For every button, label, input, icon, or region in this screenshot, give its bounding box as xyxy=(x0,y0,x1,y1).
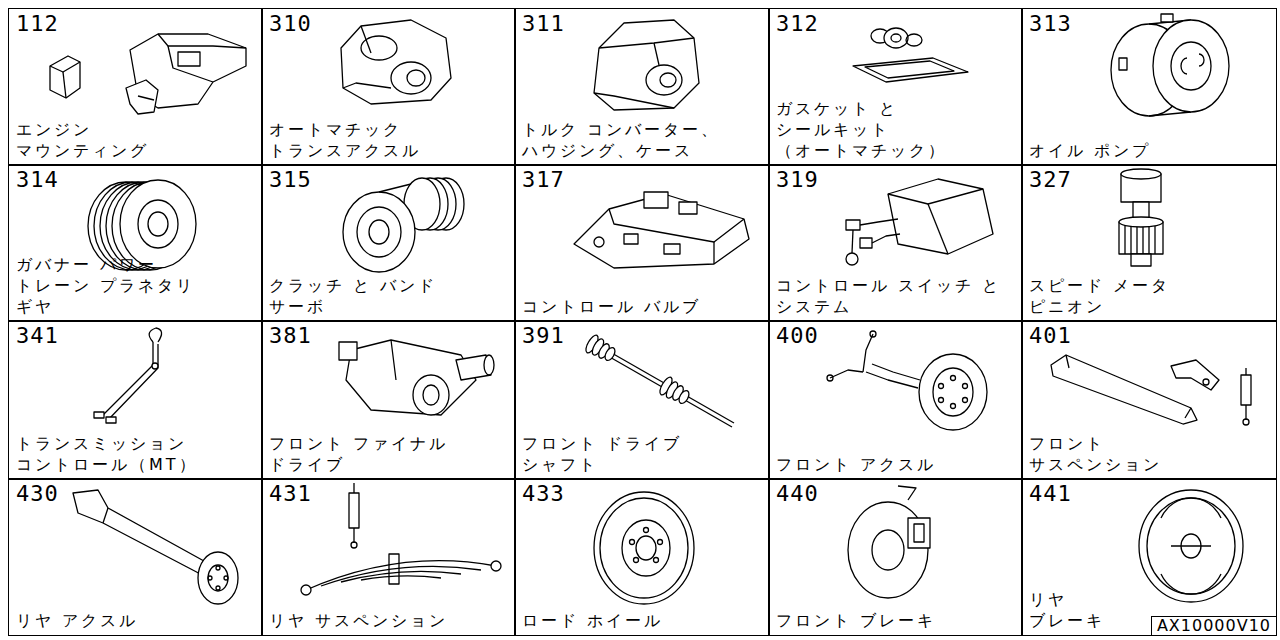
section-name: フロント ファイナル ドライブ xyxy=(269,433,459,475)
index-cell: 341 トランスミッション コントロール（MT） xyxy=(8,320,263,480)
section-number: 319 xyxy=(776,168,819,192)
section-number: 311 xyxy=(522,12,565,36)
section-name: エンジン マウンティング xyxy=(16,119,161,161)
section-name: トルク コンバーター、 ハウジング、ケース xyxy=(522,119,732,161)
index-cell: 400 フロント アクスル xyxy=(768,320,1023,480)
section-name: フロント ドライブ シャフト xyxy=(522,433,694,475)
gasket-kit-drawing xyxy=(853,28,968,82)
section-number: 381 xyxy=(269,324,312,348)
rear-axle-drawing xyxy=(73,490,238,604)
clutch-band-drawing xyxy=(343,178,464,272)
section-number: 327 xyxy=(1029,168,1072,192)
shift-control-drawing xyxy=(94,328,162,423)
speedometer-pinion-drawing xyxy=(1119,169,1163,266)
index-cell: 441 リヤ ブレーキ AX10000V10 xyxy=(1021,478,1277,636)
transaxle-drawing xyxy=(341,20,451,104)
section-number: 315 xyxy=(269,168,312,192)
section-number: 310 xyxy=(269,12,312,36)
section-name: スピード メータ ピニオン xyxy=(1029,275,1201,317)
section-number: 112 xyxy=(16,12,59,36)
index-cell: 319 コントロール スイッチ と システム xyxy=(768,164,1023,322)
section-number: 312 xyxy=(776,12,819,36)
engine-mount-drawing xyxy=(50,34,246,114)
section-number: 341 xyxy=(16,324,59,348)
index-cell: 315 クラッチ と バンド サーボ xyxy=(261,164,516,322)
final-drive-drawing xyxy=(339,340,494,415)
section-number: 313 xyxy=(1029,12,1072,36)
index-cell: 317 コントロール バルブ xyxy=(514,164,770,322)
index-cell: 313 オイル ポンプ xyxy=(1021,8,1277,166)
index-cell: 311 トルク コンバーター、 ハウジング、ケース xyxy=(514,8,770,166)
oil-pump-drawing xyxy=(1111,14,1229,116)
section-name: コントロール スイッチ と システム xyxy=(776,275,1012,317)
section-name: フロント アクスル xyxy=(776,454,1011,475)
section-name: ロード ホイール xyxy=(522,610,757,631)
front-brake-drawing xyxy=(848,486,930,598)
section-number: 430 xyxy=(16,482,59,506)
index-cell: 431 リヤ サスペンション xyxy=(261,478,516,636)
converter-housing-drawing xyxy=(594,20,699,110)
front-suspension-drawing xyxy=(1051,355,1251,425)
section-number: 391 xyxy=(522,324,565,348)
section-name: フロント サスペンション xyxy=(1029,433,1174,475)
index-cell: 430 リヤ アクスル xyxy=(8,478,263,636)
section-name: オートマチック トランスアクスル xyxy=(269,119,433,161)
index-cell: 440 フロント ブレーキ xyxy=(768,478,1023,636)
drawing-code-box: AX10000V10 xyxy=(1151,616,1277,636)
index-cell: 433 ロード ホイール xyxy=(514,478,770,636)
drawing-code: AX10000V10 xyxy=(1157,617,1271,635)
section-name: オイル ポンプ xyxy=(1029,140,1264,161)
index-cell: 112 エンジン マウンティング xyxy=(8,8,263,166)
index-cell: 312 ガスケット と シールキット （オートマチック） xyxy=(768,8,1023,166)
index-cell: 381 フロント ファイナル ドライブ xyxy=(261,320,516,480)
rear-suspension-drawing xyxy=(301,483,501,595)
index-cell: 310 オートマチック トランスアクスル xyxy=(261,8,516,166)
index-cell: 314 ガバナー パワー トレーン プラネタリ ギヤ xyxy=(8,164,263,322)
section-name: トランスミッション コントロール（MT） xyxy=(16,433,206,475)
section-number: 314 xyxy=(16,168,59,192)
section-name: リヤ サスペンション xyxy=(269,610,504,631)
section-name: クラッチ と バンド サーボ xyxy=(269,275,449,317)
section-name: ガスケット と シールキット （オートマチック） xyxy=(776,98,959,161)
section-number: 441 xyxy=(1029,482,1072,506)
section-name: ガバナー パワー トレーン プラネタリ ギヤ xyxy=(16,254,234,317)
control-valve-drawing xyxy=(574,192,749,268)
index-cell: 327 スピード メータ ピニオン xyxy=(1021,164,1277,322)
section-name: フロント ブレーキ xyxy=(776,610,1011,631)
rear-brake-drawing xyxy=(1139,490,1243,602)
section-number: 431 xyxy=(269,482,312,506)
front-axle-drawing xyxy=(827,331,987,430)
section-name: リヤ ブレーキ xyxy=(1029,589,1117,631)
drive-shaft-drawing xyxy=(584,333,734,427)
index-cell: 401 フロント サスペンション xyxy=(1021,320,1277,480)
section-number: 433 xyxy=(522,482,565,506)
section-number: 440 xyxy=(776,482,819,506)
road-wheel-drawing xyxy=(594,492,694,604)
section-number: 401 xyxy=(1029,324,1072,348)
section-name: リヤ アクスル xyxy=(16,610,251,631)
section-number: 400 xyxy=(776,324,819,348)
index-cell: 391 フロント ドライブ シャフト xyxy=(514,320,770,480)
section-name: コントロール バルブ xyxy=(522,296,757,317)
section-number: 317 xyxy=(522,168,565,192)
control-switch-drawing xyxy=(846,179,993,265)
